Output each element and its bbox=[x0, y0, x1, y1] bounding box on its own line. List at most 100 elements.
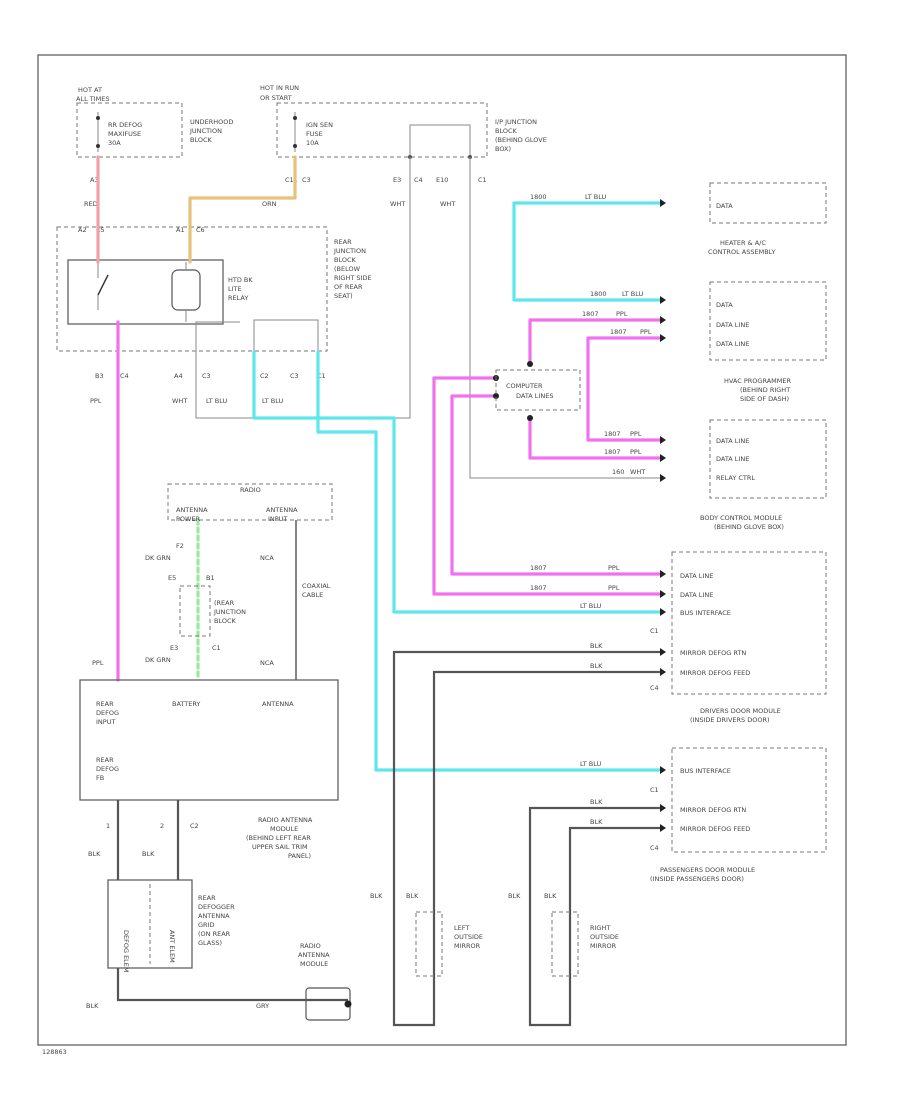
hvac-prog-label-1: HVAC PROGRAMMER bbox=[724, 377, 791, 385]
wire-wht-relay-ctrl bbox=[469, 157, 660, 479]
wire-blk-ground bbox=[116, 968, 348, 1002]
small-rjb-1: (REAR bbox=[214, 599, 235, 607]
module-terminals bbox=[660, 199, 666, 832]
lbl-gray: GRY bbox=[256, 1002, 269, 1010]
ground-point bbox=[344, 1000, 352, 1008]
lbl-blk-b: BLK bbox=[590, 662, 603, 670]
bcm-data-line-1: DATA LINE bbox=[716, 437, 749, 445]
conn-c4b: C4 bbox=[120, 372, 129, 380]
conn-b3: B3 bbox=[95, 372, 104, 380]
lbl-blk-a: BLK bbox=[590, 642, 603, 650]
lbl-blk-c: BLK bbox=[590, 798, 603, 806]
hot-at-label-1: HOT AT bbox=[78, 86, 102, 94]
hvac-label-2: CONTROL ASSEMBLY bbox=[708, 248, 775, 256]
underhood-fuse-line2: MAXIFUSE bbox=[108, 130, 141, 138]
antenna-element-label: ANT ELEM bbox=[168, 930, 176, 963]
lbl-dkgrn-a: DK GRN bbox=[145, 554, 171, 562]
grid-3: ANTENNA bbox=[198, 912, 230, 920]
antenna-input-2: INPUT bbox=[268, 515, 287, 523]
ddm-label-1: DRIVERS DOOR MODULE bbox=[700, 707, 781, 715]
rear-defogger-grid bbox=[107, 879, 193, 969]
lbl-ppl-b: PPL bbox=[640, 328, 652, 336]
hot-run-label-2: OR START bbox=[260, 94, 292, 102]
hvac-prog-label-2: (BEHIND RIGHT bbox=[740, 386, 790, 394]
diagram-frame bbox=[37, 54, 847, 1046]
figure-id: 128863 bbox=[42, 1048, 67, 1056]
hot-run-label-1: HOT IN RUN bbox=[260, 84, 299, 92]
lm-3: MIRROR bbox=[454, 942, 481, 950]
ram-top-1: REAR bbox=[96, 700, 114, 708]
ddm-data-line-1: DATA LINE bbox=[680, 572, 713, 580]
bcm-upper-outline bbox=[709, 419, 827, 499]
lbl-ppl-a: PPL bbox=[616, 310, 628, 318]
ddm-mirror-rtn: MIRROR DEFOG RTN bbox=[680, 649, 746, 657]
pin-1: 1 bbox=[106, 822, 110, 830]
computer-data-lines-box bbox=[495, 369, 581, 411]
defog-element-label: DEFOG ELEM bbox=[122, 930, 130, 973]
ram-mod-3: (BEHIND LEFT REAR bbox=[246, 834, 311, 842]
small-rear-junction-block bbox=[179, 585, 211, 637]
rear-block-line5: RIGHT SIDE bbox=[334, 274, 372, 282]
lbl-nca-b: NCA bbox=[260, 659, 274, 667]
conn-c1b: C1 bbox=[317, 372, 326, 380]
lbl-blk-h: BLK bbox=[370, 892, 383, 900]
ram-fb-2: DEFOG bbox=[96, 765, 119, 773]
grid-6: GLASS) bbox=[198, 939, 222, 947]
lbl-blk-j: BLK bbox=[508, 892, 521, 900]
conn-c2b: C2 bbox=[190, 822, 199, 830]
wire-ltblu-bcm bbox=[252, 350, 662, 614]
rear-block-line3: BLOCK bbox=[334, 256, 357, 264]
ram-mod-4: UPPER SAIL TRIM bbox=[252, 843, 308, 851]
conn-a3: A3 bbox=[90, 176, 99, 184]
ckt-1807-a: 1807 bbox=[582, 310, 599, 318]
lbl-nca-a: NCA bbox=[260, 554, 274, 562]
ram-top-2: DEFOG bbox=[96, 709, 119, 717]
antenna-input-1: ANTENNA bbox=[266, 506, 298, 514]
ign-fuse-line1: IGN SEN bbox=[306, 121, 333, 129]
hvac-prog-label-3: SIDE OF DASH) bbox=[740, 395, 789, 403]
ddm-mirror-feed: MIRROR DEFOG FEED bbox=[680, 669, 750, 677]
pdm-conn-c4: C4 bbox=[650, 844, 659, 852]
hvac-data-pin: DATA bbox=[716, 202, 733, 210]
hvac-prog-data: DATA bbox=[716, 301, 733, 309]
wire-ppl-data-6 bbox=[450, 394, 662, 576]
lbl-ltblu-c: LT BLU bbox=[580, 602, 602, 610]
ip-block-line3: (BEHIND GLOVE bbox=[495, 136, 547, 144]
pdm-mirror-feed: MIRROR DEFOG FEED bbox=[680, 825, 750, 833]
rm-1: RIGHT bbox=[590, 924, 610, 932]
passengers-door-module-outline bbox=[671, 747, 827, 853]
computer-lines-2: DATA LINES bbox=[516, 392, 553, 400]
right-mirror-outline bbox=[551, 911, 579, 977]
lbl-wht-relay: WHT bbox=[630, 468, 645, 476]
splice-point bbox=[527, 361, 533, 367]
lbl-ppl-d: PPL bbox=[630, 448, 642, 456]
rear-block-line6: OF REAR bbox=[334, 283, 363, 291]
ckt-1800-b: 1800 bbox=[590, 290, 607, 298]
wire-label-ltblu2: LT BLU bbox=[262, 397, 284, 405]
underhood-block-line3: BLOCK bbox=[190, 136, 213, 144]
ram-fb-1: REAR bbox=[96, 756, 114, 764]
conn-f2: F2 bbox=[176, 542, 184, 550]
lbl-blk-g: BLK bbox=[86, 1002, 99, 1010]
lbl-blk-k: BLK bbox=[544, 892, 557, 900]
conn-a2: A2 bbox=[78, 226, 87, 234]
underhood-junction-block-outline bbox=[76, 102, 183, 158]
ckt-1807-f: 1807 bbox=[530, 584, 547, 592]
ddm-label-2: (INSIDE DRIVERS DOOR) bbox=[690, 716, 770, 724]
wire-ppl-data-2 bbox=[586, 336, 662, 442]
fuse-terminal bbox=[293, 144, 297, 148]
lbl-dkgrn-b: DK GRN bbox=[145, 656, 171, 664]
wire-ppl-data-3 bbox=[528, 416, 662, 460]
wire-ppl-data-5 bbox=[432, 376, 662, 596]
antenna-power-1: ANTENNA bbox=[176, 506, 208, 514]
conn-b1: B1 bbox=[206, 574, 215, 582]
hvac-programmer-outline bbox=[709, 281, 827, 361]
lbl-ltblu-d: LT BLU bbox=[580, 760, 602, 768]
antenna-power-2: POWER bbox=[176, 515, 201, 523]
bcm-data-line-2: DATA LINE bbox=[716, 455, 749, 463]
wire-ppl-data-1 bbox=[528, 318, 662, 366]
wire-label-ltblu1: LT BLU bbox=[206, 397, 228, 405]
bcm-label-2: (BEHIND GLOVE BOX) bbox=[714, 523, 784, 531]
fuse-terminal bbox=[293, 116, 297, 120]
grid-1: REAR bbox=[198, 894, 216, 902]
